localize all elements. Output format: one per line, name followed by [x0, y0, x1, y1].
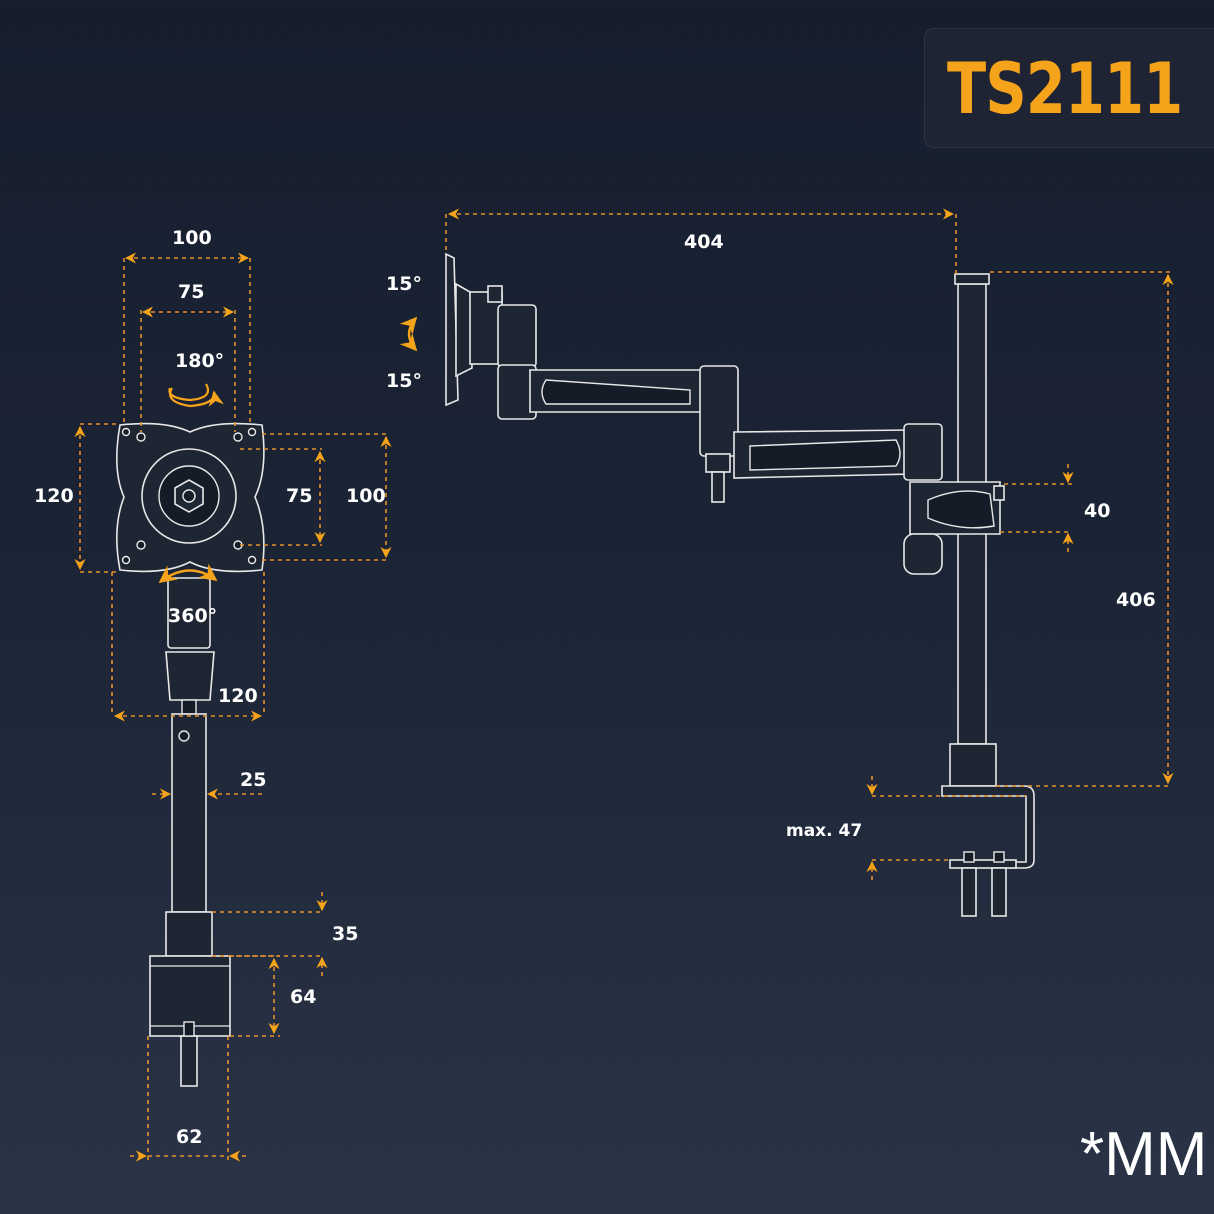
model-badge: TS2111: [924, 28, 1214, 148]
label-arm-block-height: 40: [1084, 500, 1110, 522]
side-view: 15° 15° 404 406 40 max. 47: [386, 208, 1174, 917]
pole-front: [171, 713, 207, 913]
tilt-head: [497, 304, 537, 368]
label-vesa-outer-height: 100: [346, 485, 386, 507]
label-tilt-down: 15°: [386, 370, 422, 392]
tilt-clamp: [165, 651, 215, 701]
label-vesa-inner-height: 75: [286, 485, 312, 507]
vesa-hole: [247, 427, 257, 437]
label-vesa-outer-width: 100: [172, 227, 212, 249]
label-vesa-inner-width: 75: [178, 281, 204, 303]
side-vesa-plate: [445, 252, 459, 407]
label-pole-height: 406: [1116, 589, 1156, 611]
label-tilt-up: 15°: [386, 273, 422, 295]
label-plate-height: 120: [34, 485, 74, 507]
desk-clamp-side: [941, 785, 1035, 869]
model-name: TS2111: [947, 48, 1183, 130]
label-pole-diameter: 25: [240, 769, 266, 791]
label-collar-height: 35: [332, 923, 358, 945]
unit-note: *MM: [1080, 1120, 1208, 1189]
vesa-hole: [247, 555, 257, 565]
label-clamp-width: 62: [176, 1126, 202, 1148]
label-desk-thickness: max. 47: [786, 821, 862, 841]
front-view: 100 75 180° 120 75 100 360° 120 25 35 64…: [34, 227, 392, 1162]
label-rotate-180: 180°: [175, 350, 224, 372]
vesa-hole: [233, 432, 243, 442]
pole-collar: [165, 911, 213, 957]
vesa-hole: [136, 540, 146, 550]
vesa-hole: [121, 427, 131, 437]
label-clamp-height: 64: [290, 986, 316, 1008]
pole-base: [949, 743, 997, 787]
label-arm-reach: 404: [684, 231, 724, 253]
label-swivel-360: 360°: [168, 605, 217, 627]
label-plate-width: 120: [218, 685, 258, 707]
clamp-bolt: [180, 1035, 198, 1087]
vesa-hole: [121, 555, 131, 565]
vesa-hole: [136, 432, 146, 442]
